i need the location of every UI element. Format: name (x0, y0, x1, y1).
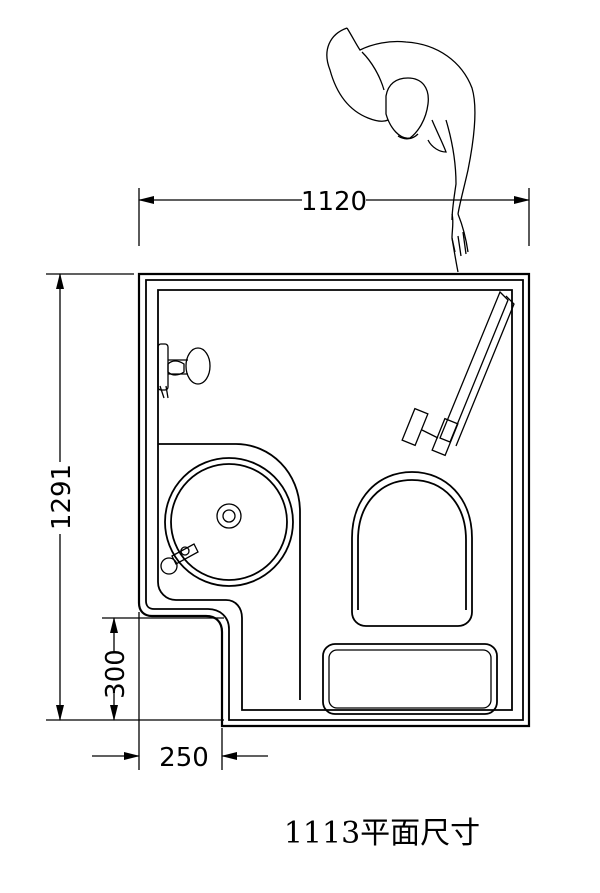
faucet-icon (160, 543, 199, 575)
door-icon (401, 290, 515, 457)
toilet-icon (322, 471, 498, 715)
shower-head-icon (157, 343, 211, 399)
caption: 1113平面尺寸 (284, 816, 480, 851)
dimension-width: 1120 (138, 187, 530, 246)
dimension-width-label: 1120 (301, 187, 367, 217)
person-figure-icon (326, 27, 476, 273)
room-walls (137, 272, 531, 728)
dimension-notch-width-label: 250 (159, 743, 209, 773)
dimension-notch-width: 250 (92, 612, 268, 773)
round-sink-icon (158, 443, 301, 700)
dimension-height-label: 1291 (47, 464, 77, 530)
dimension-height: 1291 (46, 273, 224, 721)
dimension-notch-height: 300 (101, 617, 224, 721)
dimension-notch-height-label: 300 (101, 649, 131, 699)
